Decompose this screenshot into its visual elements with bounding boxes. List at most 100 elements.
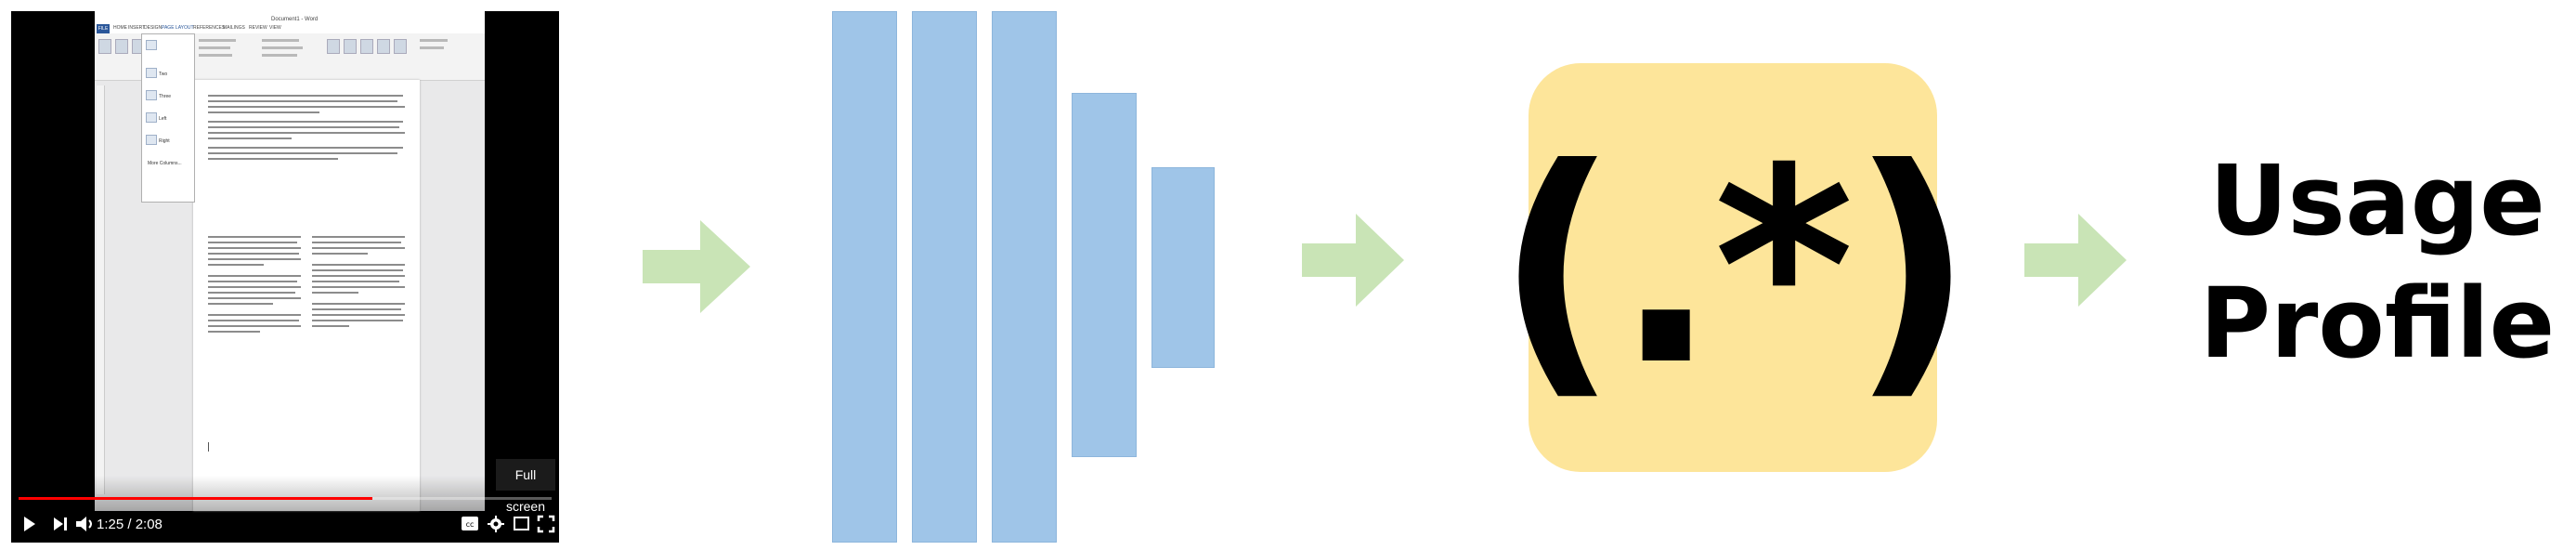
ribbon-icon [115, 39, 128, 54]
text-line [312, 242, 401, 243]
layer-bar-2 [912, 11, 977, 543]
flow-arrow-2 [1302, 214, 1404, 307]
word-tab: HOME [113, 25, 127, 31]
menu-item: Two [159, 72, 168, 77]
text-line [312, 269, 403, 271]
ribbon-text [262, 54, 297, 57]
layer-bar-1 [832, 11, 897, 543]
regex-symbol: (.*) [1495, 111, 1974, 425]
text-line [208, 320, 299, 321]
progress-fill [19, 497, 372, 500]
text-line [208, 242, 297, 243]
text-line [312, 320, 403, 321]
fullscreen-icon[interactable] [537, 515, 555, 533]
word-tab: DESIGN [144, 25, 163, 31]
ribbon-text [199, 54, 232, 57]
column-option-icon [146, 90, 157, 100]
text-line [208, 126, 399, 128]
text-line [208, 236, 301, 238]
text-line [208, 253, 299, 255]
text-line [208, 247, 301, 249]
ribbon-icon [377, 39, 390, 54]
text-line [208, 292, 295, 294]
word-tab: REVIEW [249, 25, 267, 31]
svg-text:cc: cc [466, 520, 475, 529]
text-line [312, 253, 368, 255]
ribbon-text [420, 46, 444, 49]
word-tab: INSERT [128, 25, 146, 31]
text-line [208, 275, 301, 277]
column-option-icon [146, 135, 157, 145]
theater-icon[interactable] [513, 516, 531, 532]
text-line [208, 106, 405, 108]
text-line [208, 331, 260, 333]
menu-item: Three [159, 94, 172, 99]
text-line [312, 325, 349, 327]
text-line [312, 236, 405, 238]
regex-box [1529, 63, 1937, 472]
text-line [208, 138, 292, 139]
text-line [312, 314, 405, 316]
text-line [208, 286, 301, 288]
text-line [208, 258, 301, 260]
text-line [312, 264, 405, 266]
text-line [208, 121, 403, 123]
text-line [208, 147, 403, 149]
usage-profile-line2: Profile [2199, 267, 2556, 380]
play-icon[interactable] [22, 515, 37, 533]
columns-dropdown: Two Three Left Right More Columns... [141, 33, 195, 203]
text-line [208, 325, 301, 327]
text-line [208, 132, 405, 134]
menu-item: Left [159, 116, 167, 122]
document-page [193, 80, 420, 511]
word-tab-active: PAGE LAYOUT [162, 25, 194, 31]
time-display: 1:25 / 2:08 [97, 517, 163, 532]
usage-profile-line1: Usage [2209, 144, 2545, 257]
ribbon-text [420, 39, 448, 42]
text-line [312, 303, 405, 305]
word-tab: REFERENCES [193, 25, 226, 31]
text-line [208, 264, 264, 266]
controls-gradient [11, 476, 559, 543]
ribbon-text [262, 39, 299, 42]
column-option-icon [146, 40, 157, 50]
flow-arrow-3 [2024, 214, 2127, 307]
text-line [312, 308, 401, 310]
word-tab-row [95, 24, 485, 33]
captions-icon[interactable]: cc [461, 516, 479, 532]
ribbon-icon [344, 39, 357, 54]
word-file-tab: FILE [97, 24, 110, 33]
settings-icon[interactable] [487, 515, 505, 533]
text-line [312, 286, 405, 288]
fullscreen-tooltip: Full screen [496, 459, 555, 514]
text-line [208, 95, 403, 97]
ribbon-icon [360, 39, 373, 54]
text-line [312, 247, 405, 249]
word-tab: VIEW [269, 25, 281, 31]
video-player[interactable]: Document1 - Word FILE HOME INSERT DESIGN… [11, 11, 559, 543]
menu-item: Right [159, 138, 170, 144]
volume-icon[interactable] [74, 515, 95, 533]
text-cursor [208, 442, 209, 452]
ribbon-text [199, 39, 236, 42]
vertical-ruler [97, 85, 105, 494]
menu-item: More Columns... [148, 161, 182, 166]
text-line [208, 158, 338, 160]
layer-bar-5 [1151, 167, 1215, 368]
ribbon-text [262, 46, 303, 49]
layer-bar-3 [992, 11, 1057, 543]
ribbon-icon [394, 39, 407, 54]
usage-profile-label: Usage Profile [2192, 139, 2563, 385]
ribbon-icon [327, 39, 340, 54]
ribbon-text [199, 46, 230, 49]
ribbon-icon [98, 39, 111, 54]
next-icon[interactable] [52, 516, 69, 532]
word-tab: MAILINGS [223, 25, 245, 31]
text-line [208, 303, 273, 305]
text-line [208, 281, 297, 282]
text-line [312, 281, 399, 282]
column-option-icon [146, 112, 157, 123]
column-option-icon [146, 68, 157, 78]
text-line [312, 292, 358, 294]
word-title: Document1 - Word [271, 17, 319, 22]
